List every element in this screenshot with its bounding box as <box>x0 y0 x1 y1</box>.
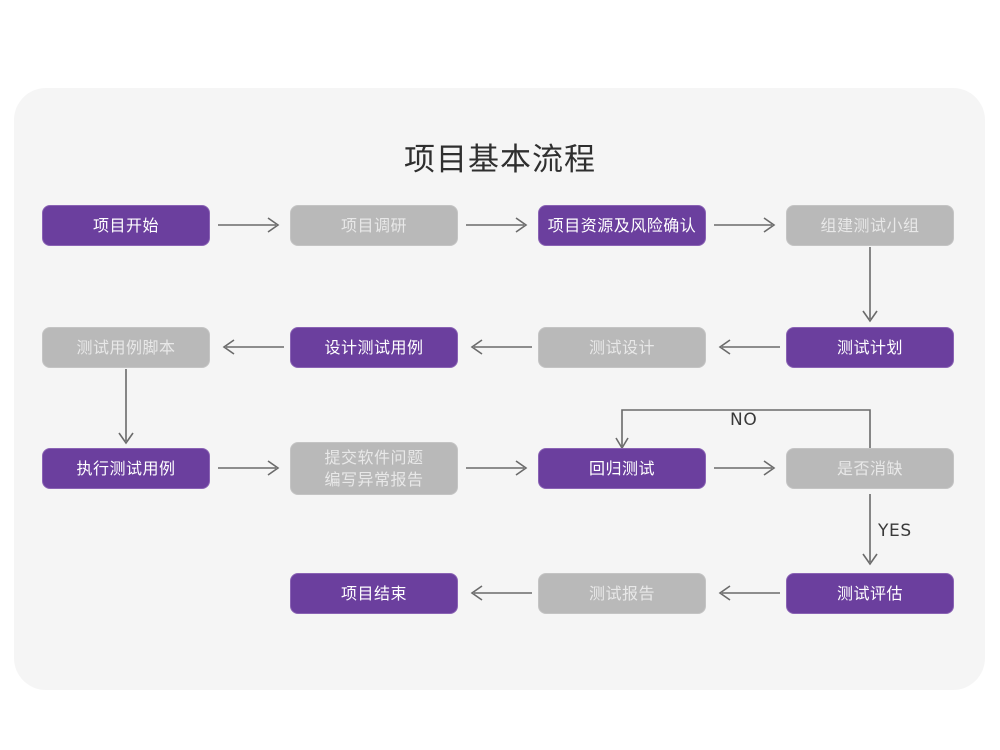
node-resource-risk-confirmation[interactable]: 项目资源及风险确认 <box>538 205 706 246</box>
node-label: 测试设计 <box>588 337 655 357</box>
node-label: 组建测试小组 <box>820 215 920 235</box>
node-test-case-scripts[interactable]: 测试用例脚本 <box>42 327 210 368</box>
node-build-test-team[interactable]: 组建测试小组 <box>786 205 954 246</box>
node-label: 是否消缺 <box>836 458 903 478</box>
node-defect-cleared-check[interactable]: 是否消缺 <box>786 448 954 489</box>
node-project-research[interactable]: 项目调研 <box>290 205 458 246</box>
node-label: 项目资源及风险确认 <box>547 215 697 235</box>
edge-label-no: NO <box>730 410 758 430</box>
node-label: 测试报告 <box>588 583 655 603</box>
node-test-report[interactable]: 测试报告 <box>538 573 706 614</box>
node-label: 回归测试 <box>588 458 655 478</box>
node-test-design[interactable]: 测试设计 <box>538 327 706 368</box>
edge-label-yes: YES <box>878 521 912 541</box>
node-project-end[interactable]: 项目结束 <box>290 573 458 614</box>
node-label: 测试计划 <box>836 337 903 357</box>
node-label: 项目开始 <box>92 215 159 235</box>
page-title: 项目基本流程 <box>404 142 596 178</box>
node-test-plan[interactable]: 测试计划 <box>786 327 954 368</box>
node-test-evaluation[interactable]: 测试评估 <box>786 573 954 614</box>
node-label: 项目结束 <box>340 583 407 603</box>
node-submit-issues-write-report[interactable]: 提交软件问题 编写异常报告 <box>290 442 458 495</box>
node-regression-test[interactable]: 回归测试 <box>538 448 706 489</box>
node-execute-test-cases[interactable]: 执行测试用例 <box>42 448 210 489</box>
node-label: 项目调研 <box>340 215 407 235</box>
node-project-start[interactable]: 项目开始 <box>42 205 210 246</box>
node-label: 提交软件问题 编写异常报告 <box>324 447 424 489</box>
node-design-test-cases[interactable]: 设计测试用例 <box>290 327 458 368</box>
node-label: 执行测试用例 <box>76 458 176 478</box>
node-label: 测试用例脚本 <box>76 337 176 357</box>
node-label: 测试评估 <box>836 583 903 603</box>
node-label: 设计测试用例 <box>324 337 424 357</box>
